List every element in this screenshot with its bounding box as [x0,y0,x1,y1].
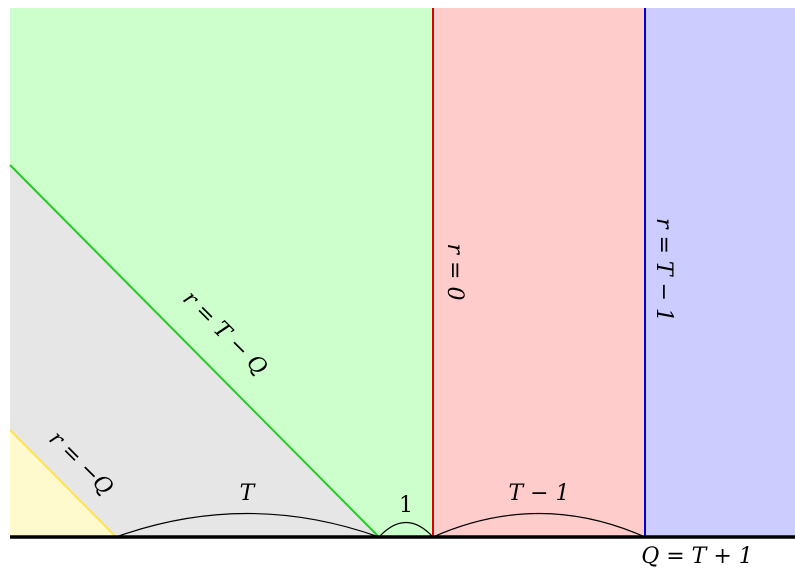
brace-unit [378,522,434,538]
label-r-t-minus-1: r = T − 1 [651,218,676,322]
label-axis-endpoint: Q = T + 1 [641,544,753,569]
label-brace-unit: 1 [399,493,413,518]
brace-t-minus-1 [432,512,646,538]
label-brace-t: T [240,481,257,506]
brace-t [115,512,380,538]
label-brace-t-minus-1: T − 1 [508,481,569,506]
line-r-t-minus-q [9,164,380,538]
line-r-neg-q [9,429,117,538]
region-pink [433,8,645,537]
region-blue [645,8,795,537]
label-r-zero: r = 0 [442,244,467,301]
region-green [10,8,433,537]
